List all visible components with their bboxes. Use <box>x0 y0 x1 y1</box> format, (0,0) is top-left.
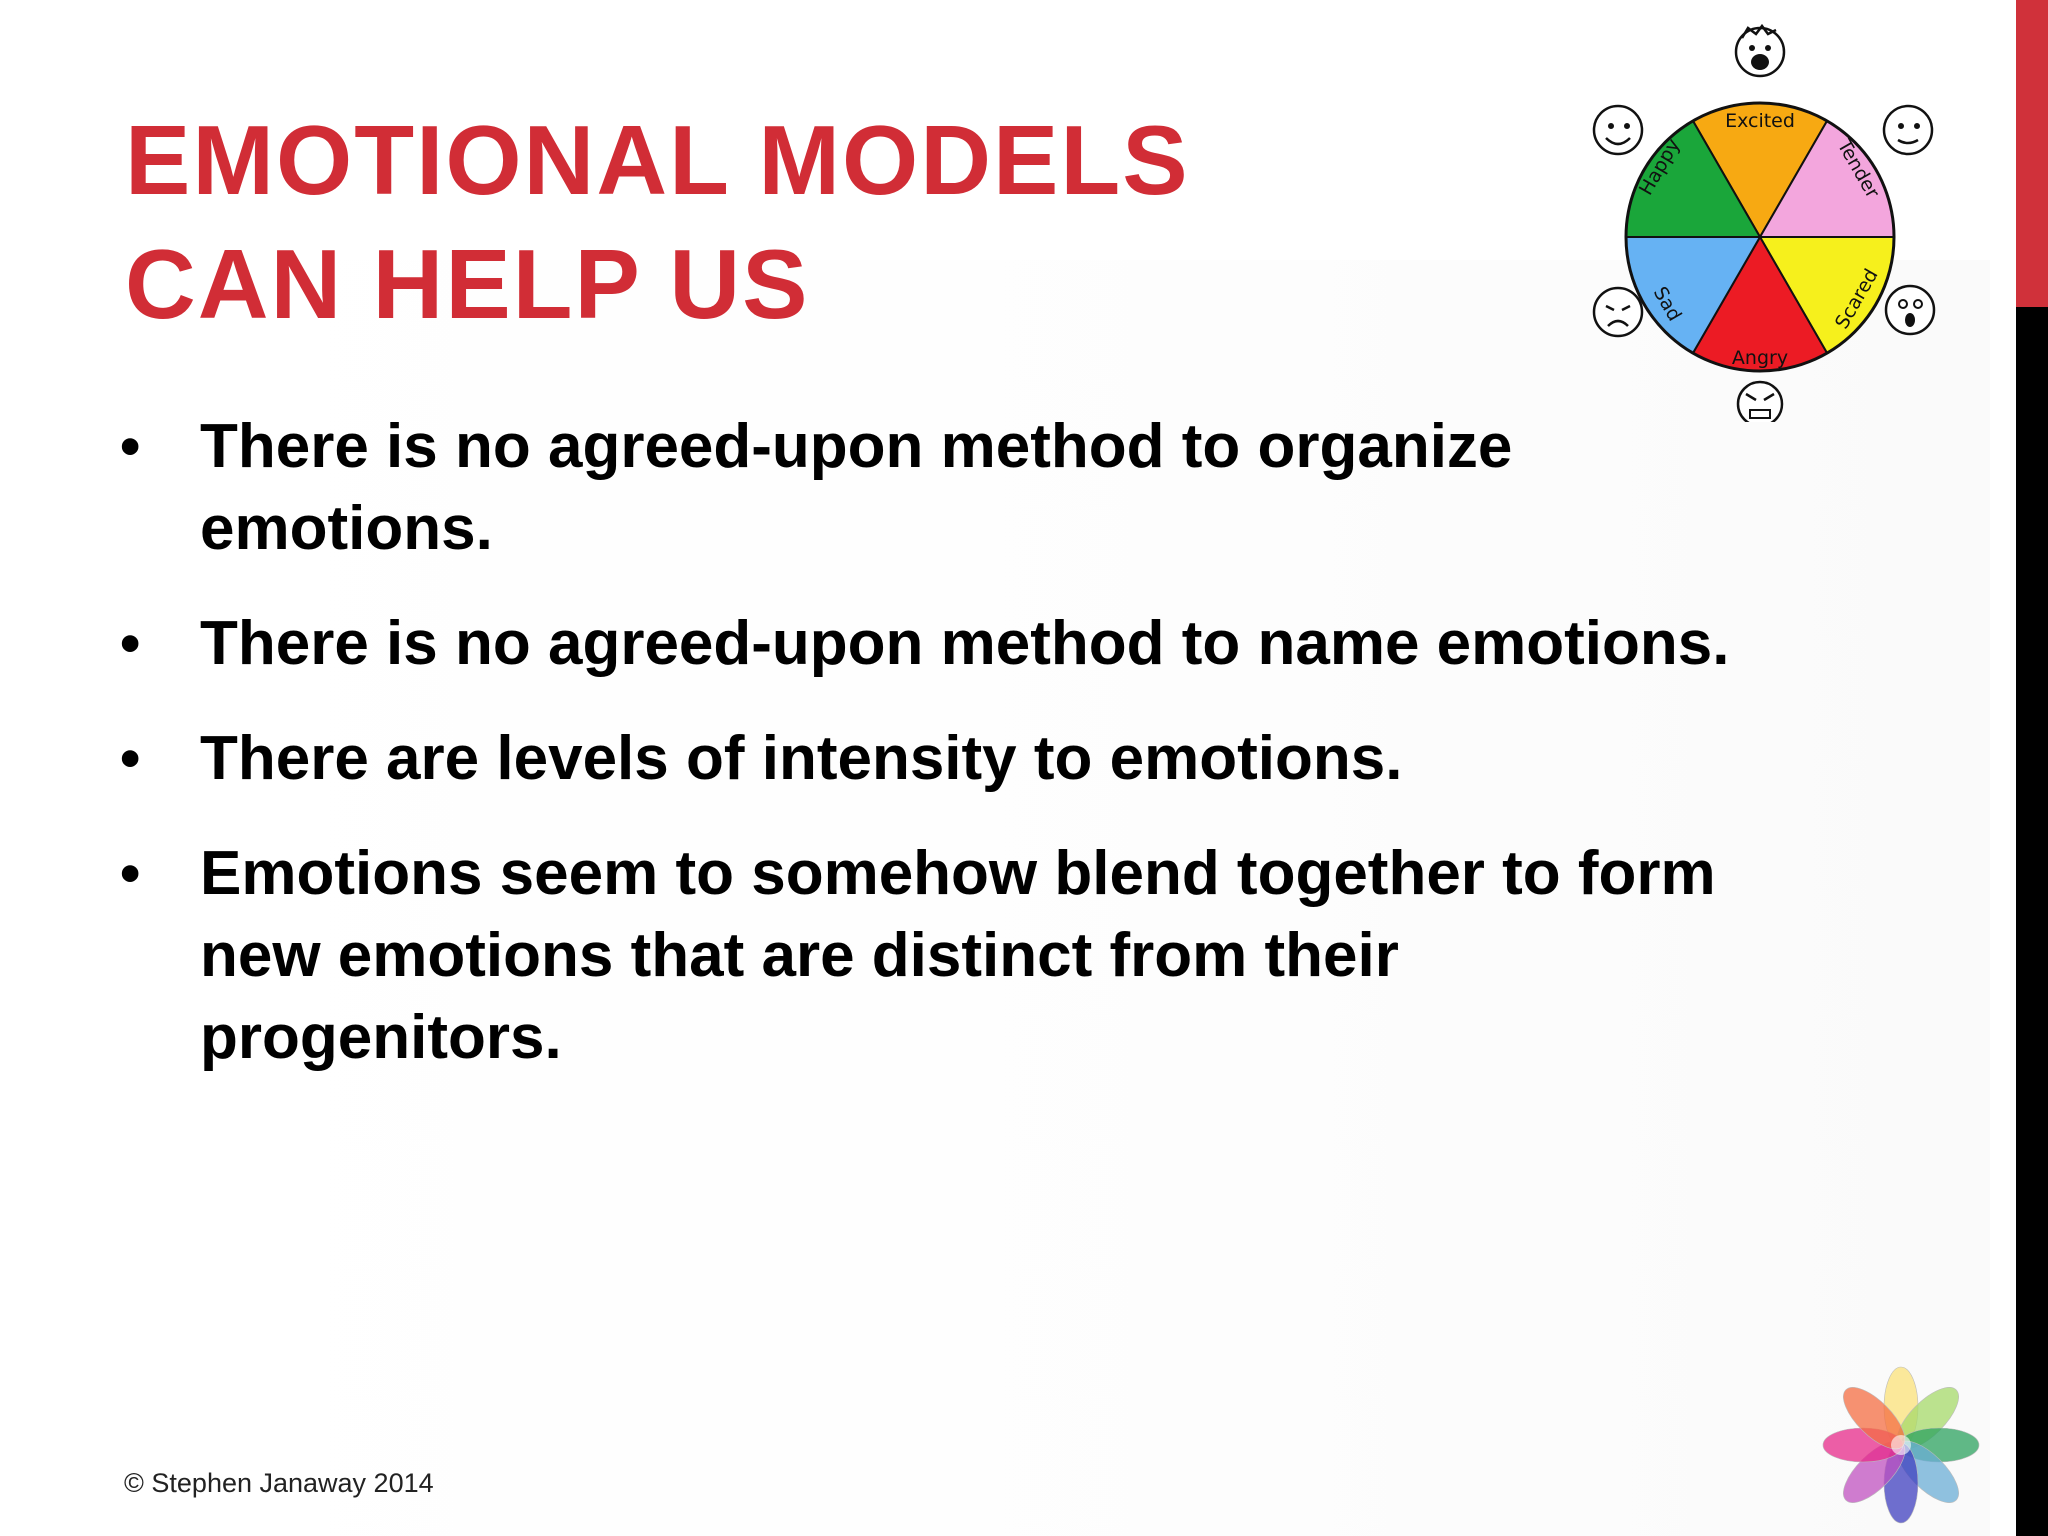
bullet-item: • There is no agreed-upon method to name… <box>120 603 1740 685</box>
bullet-list: • There is no agreed-upon method to orga… <box>120 406 1740 1112</box>
face-smiling-icon <box>1592 104 1644 156</box>
slide-title: EMOTIONAL MODELS CAN HELP US <box>125 98 1425 346</box>
bullet-text: Emotions seem to somehow blend together … <box>200 839 1716 1072</box>
title-line-1: EMOTIONAL MODELS <box>125 105 1190 215</box>
bullet-icon: • <box>120 414 141 479</box>
face-angry-icon <box>1736 380 1784 422</box>
plutchik-wheel-image <box>1822 1366 1980 1524</box>
wheel-label-excited: Excited <box>1725 110 1795 132</box>
bullet-icon: • <box>120 611 141 676</box>
wheel-outline <box>1624 101 1896 373</box>
face-laughing-icon <box>1734 23 1786 78</box>
petals <box>1822 1366 1980 1524</box>
slide-background-shade <box>190 260 1990 1536</box>
title-line-2: CAN HELP US <box>125 229 810 339</box>
wheel-label-angry: Angry <box>1732 347 1788 369</box>
face-content-icon <box>1882 104 1934 156</box>
flower-center <box>1891 1435 1911 1455</box>
bullet-item: • There is no agreed-upon method to orga… <box>120 406 1740 570</box>
right-edge-red-bar <box>2016 0 2048 307</box>
face-scared-icon <box>1884 284 1936 336</box>
right-edge-black-bar <box>2016 307 2048 1536</box>
copyright-footer: © Stephen Janaway 2014 <box>124 1468 434 1498</box>
feelings-wheel-image: Excited Tender Scared Angry Sad Happy <box>1592 23 1936 422</box>
bullet-icon: • <box>120 841 141 906</box>
bullet-item: • There are levels of intensity to emoti… <box>120 718 1740 800</box>
bullet-text: There is no agreed-upon method to organi… <box>200 412 1513 563</box>
face-crying-icon <box>1592 286 1644 338</box>
bullet-icon: • <box>120 726 141 791</box>
bullet-text: There is no agreed-upon method to name e… <box>200 609 1730 678</box>
bullet-text: There are levels of intensity to emotion… <box>200 724 1403 793</box>
bullet-item: • Emotions seem to somehow blend togethe… <box>120 833 1740 1079</box>
